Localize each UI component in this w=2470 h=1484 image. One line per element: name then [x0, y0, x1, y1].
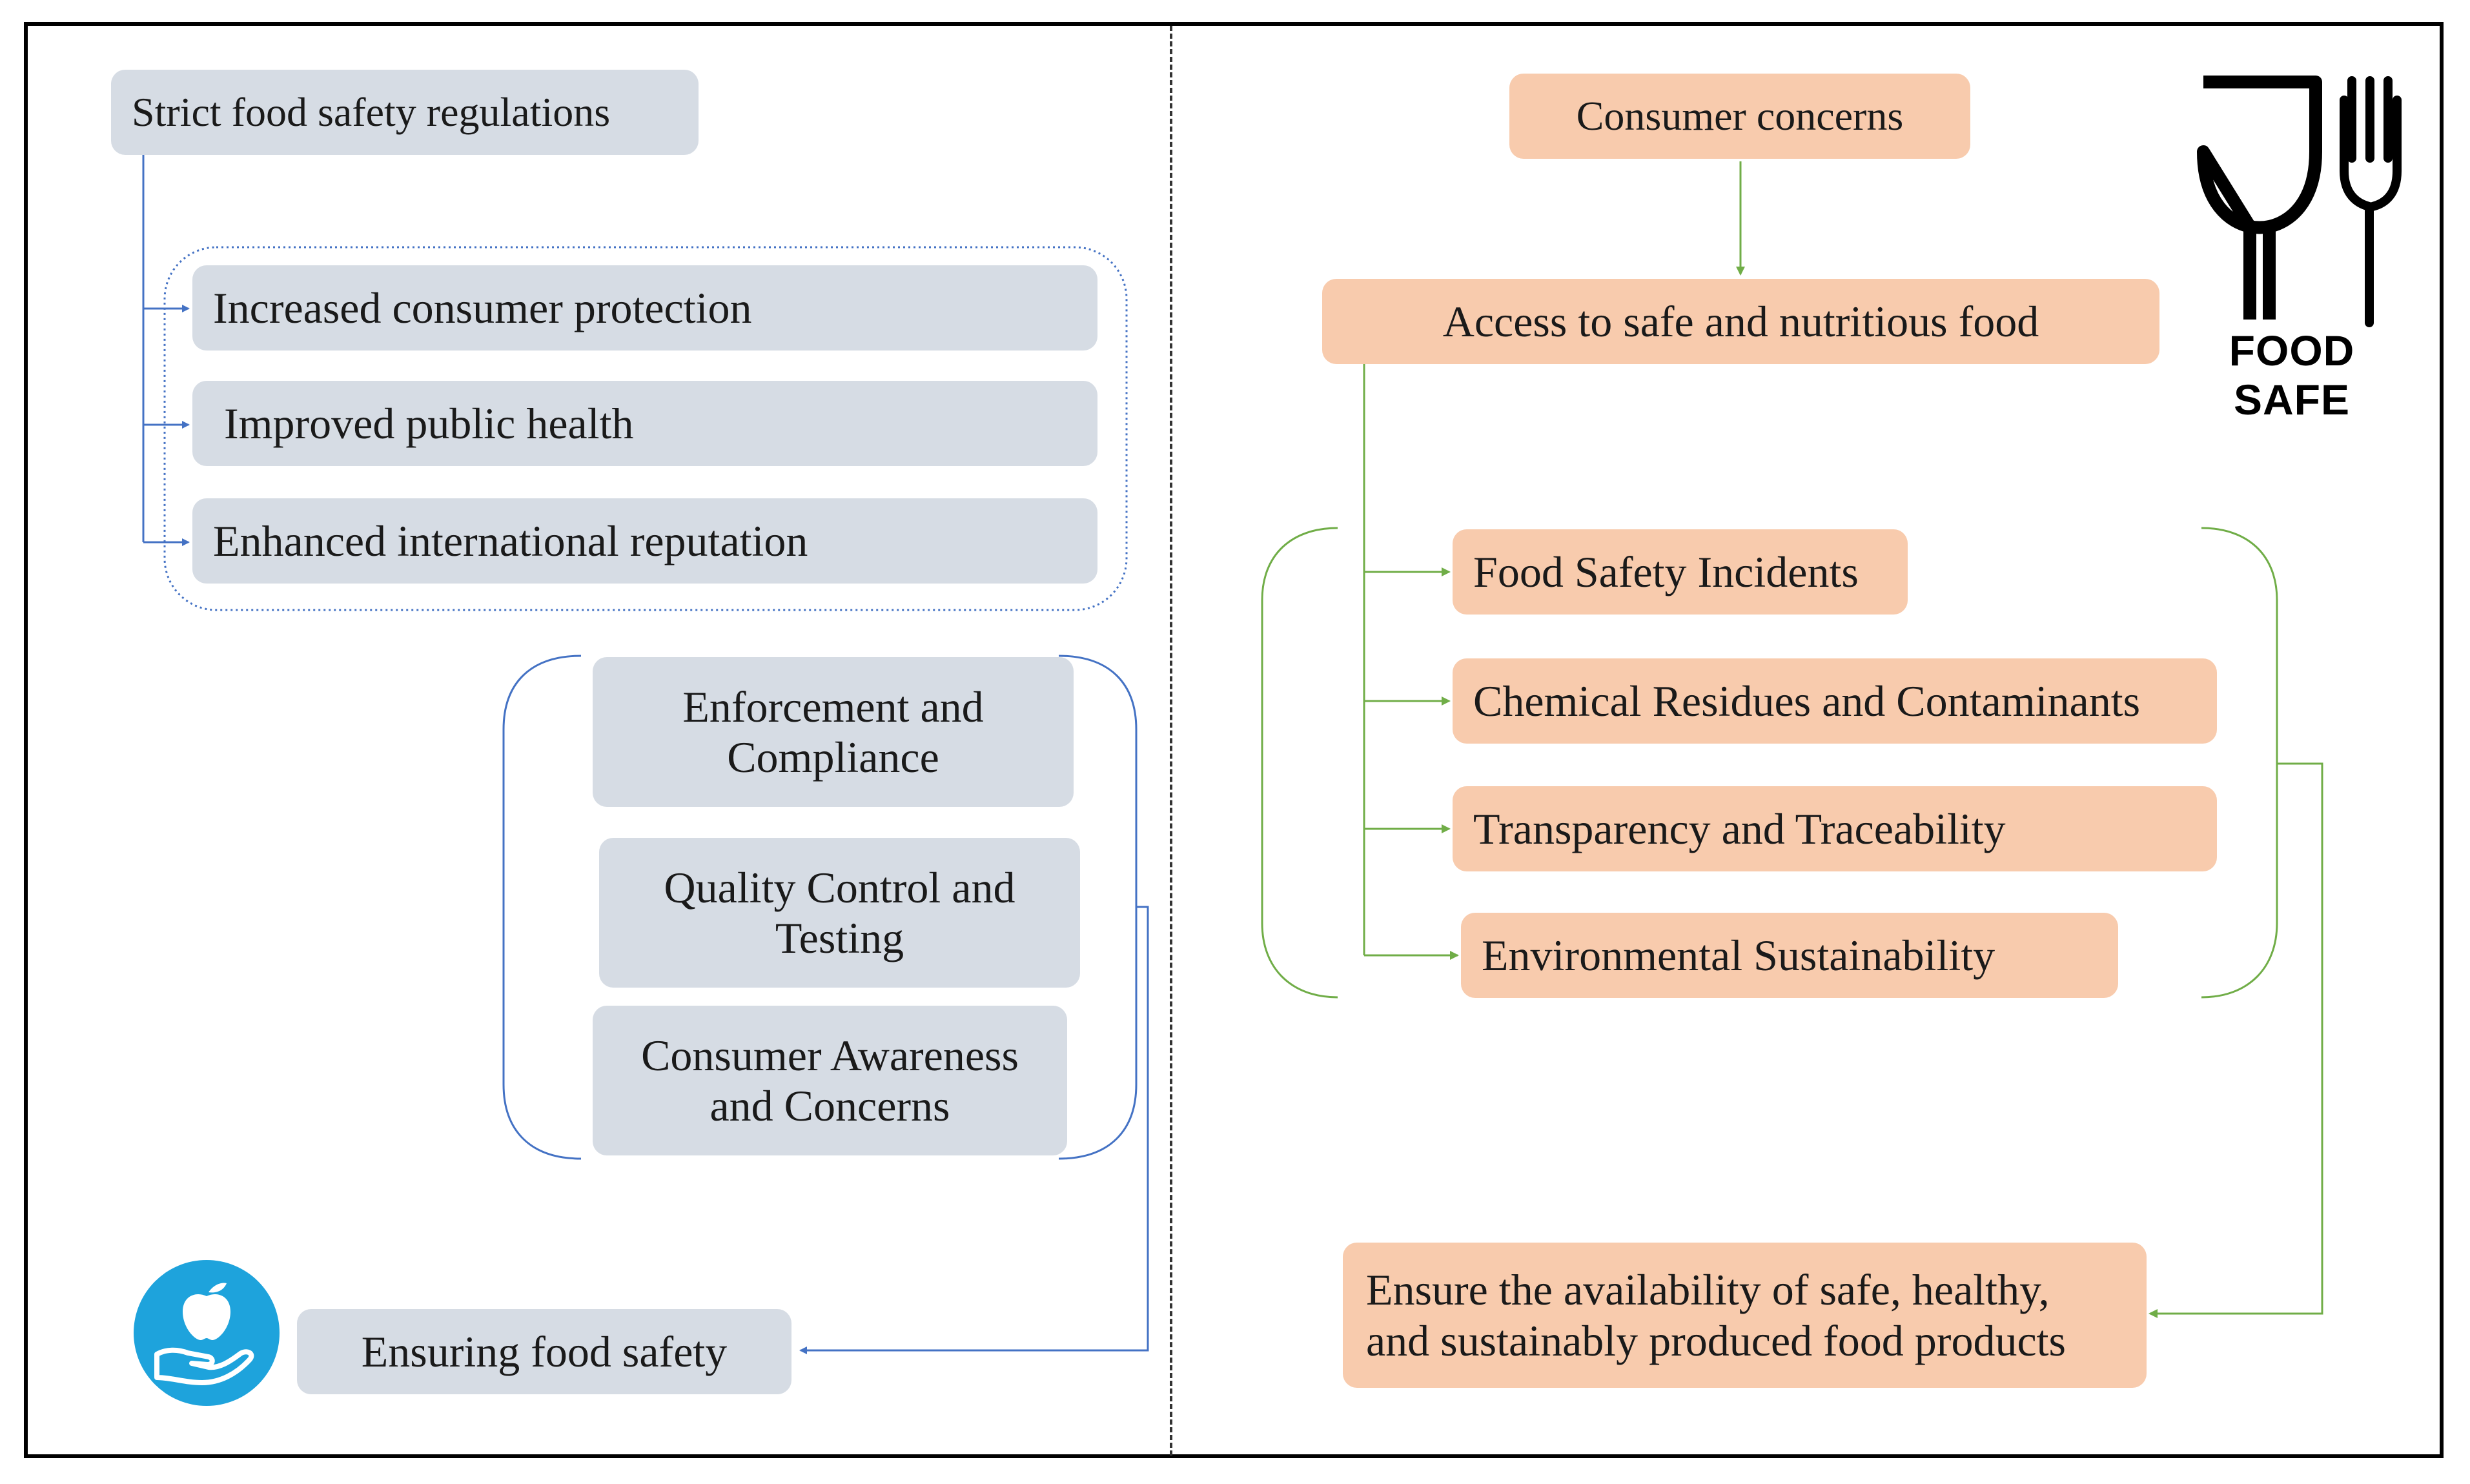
access-safe-food-label: Access to safe and nutritious food — [1442, 296, 2039, 346]
root-to-benefits-connector — [142, 155, 190, 546]
issue-label: Food Safety Incidents — [1473, 547, 1859, 596]
issue-chemical-residues-box: Chemical Residues and Contaminants — [1453, 658, 2217, 744]
ensure-availability-line2: and sustainably produced food products — [1366, 1316, 2066, 1365]
pillar-consumer-awareness-box: Consumer Awareness and Concerns — [593, 1006, 1067, 1155]
benefit-public-health-box: Improved public health — [192, 381, 1097, 466]
consumer-concerns-label: Consumer concerns — [1576, 93, 1904, 139]
pillar-line: Compliance — [727, 733, 939, 782]
apple-in-hand-icon — [134, 1260, 280, 1406]
issue-label: Environmental Sustainability — [1482, 930, 1995, 980]
ensuring-food-safety-box: Ensuring food safety — [297, 1309, 791, 1394]
access-to-issues-connector — [1363, 364, 1459, 960]
access-safe-food-box: Access to safe and nutritious food — [1322, 279, 2159, 364]
pillar-line: Testing — [775, 913, 904, 962]
pillar-quality-control-box: Quality Control and Testing — [599, 838, 1080, 988]
benefit-label: Increased consumer protection — [213, 283, 752, 332]
issues-bracket — [1261, 527, 2278, 999]
ensuring-food-safety-label: Ensuring food safety — [361, 1326, 728, 1376]
benefit-consumer-protection-box: Increased consumer protection — [192, 265, 1097, 351]
benefit-international-reputation-box: Enhanced international reputation — [192, 498, 1097, 584]
pillar-line: Quality Control and — [664, 862, 1016, 912]
benefit-label: Improved public health — [213, 398, 634, 448]
pillar-line: Consumer Awareness — [641, 1030, 1019, 1080]
issue-environmental-sustainability-box: Environmental Sustainability — [1461, 913, 2118, 998]
pillar-line: Enforcement and — [682, 682, 984, 731]
pillar-line: and Concerns — [709, 1081, 950, 1130]
issue-transparency-box: Transparency and Traceability — [1453, 786, 2217, 871]
benefit-label: Enhanced international reputation — [213, 516, 808, 565]
benefits-group-outline — [163, 246, 1128, 611]
glass-and-fork-icon — [2197, 76, 2402, 327]
issues-to-outcome-connector — [2148, 762, 2323, 1318]
food-safe-logo-label: FOOD SAFE — [2229, 327, 2355, 423]
issue-food-safety-incidents-box: Food Safety Incidents — [1453, 529, 1908, 615]
consumer-concerns-box: Consumer concerns — [1509, 74, 1970, 159]
issue-label: Chemical Residues and Contaminants — [1473, 676, 2141, 726]
strict-regulations-label: Strict food safety regulations — [132, 89, 611, 136]
ensure-availability-box: Ensure the availability of safe, healthy… — [1343, 1243, 2147, 1388]
issue-label: Transparency and Traceability — [1473, 804, 2006, 853]
strict-regulations-box: Strict food safety regulations — [111, 70, 699, 155]
ensure-availability-line1: Ensure the availability of safe, healthy… — [1366, 1265, 2050, 1315]
pillars-to-outcome-connector — [799, 906, 1149, 1354]
panel-divider — [1170, 26, 1172, 1456]
pillar-enforcement-box: Enforcement and Compliance — [593, 657, 1074, 807]
